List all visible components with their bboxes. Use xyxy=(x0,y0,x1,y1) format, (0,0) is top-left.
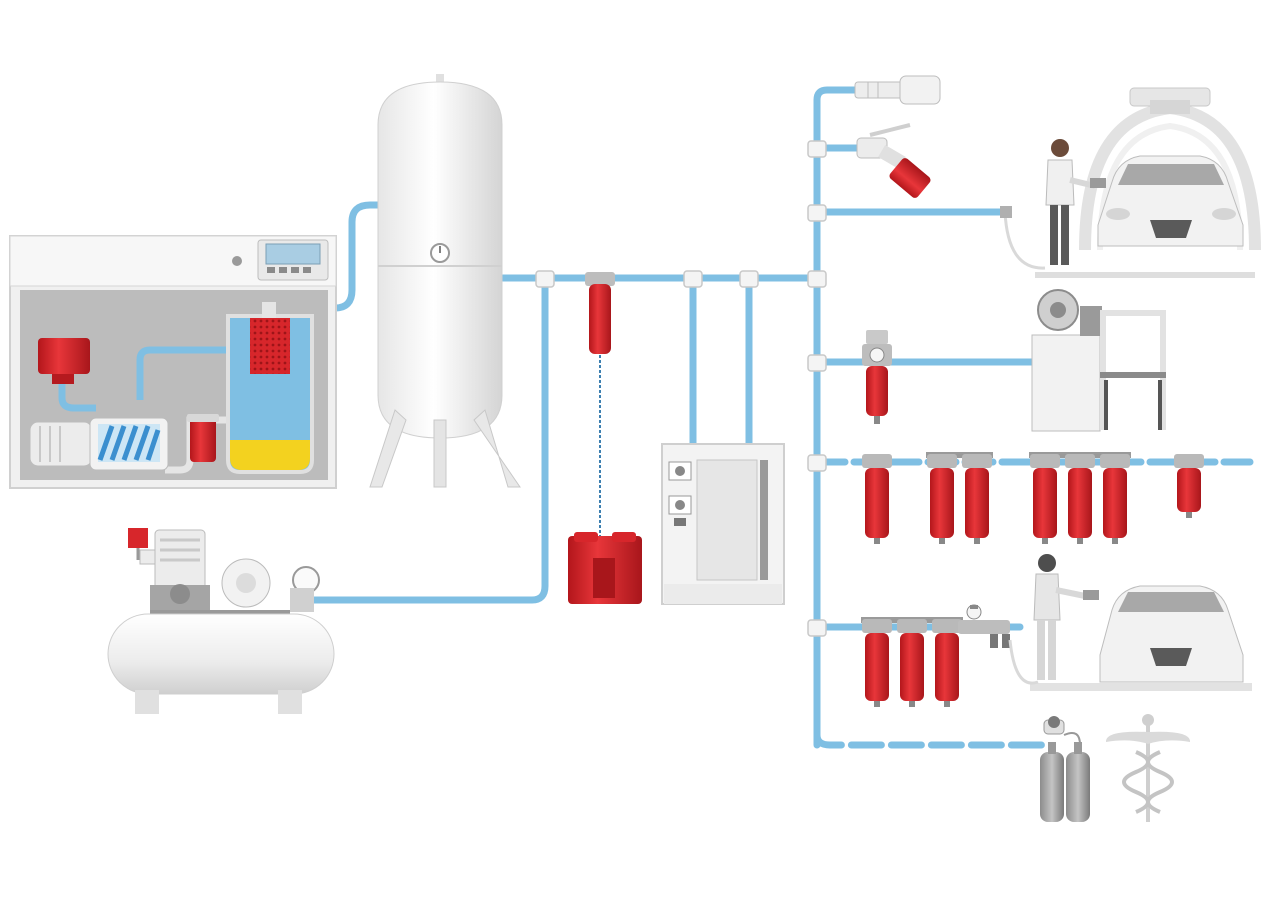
pipe-branch-breathing xyxy=(813,731,1054,749)
red-filter-housing-icon xyxy=(1030,454,1060,544)
caduceus-icon xyxy=(1105,714,1191,822)
tee-fittings xyxy=(535,140,827,637)
air-receiver-tank-icon xyxy=(369,74,521,488)
filter-bank-row xyxy=(862,452,1204,544)
screw-compressor-cutaway-icon xyxy=(9,235,337,489)
red-filter-housing-icon xyxy=(862,619,892,707)
filter-bank-spray xyxy=(861,617,963,707)
red-filter-housing-icon xyxy=(897,619,927,707)
line-filter-icon xyxy=(585,272,615,354)
oil-water-separator-icon xyxy=(568,532,642,604)
red-filter-housing-icon xyxy=(1065,454,1095,544)
filter-bracket xyxy=(926,452,993,458)
red-filter-housing-icon xyxy=(862,454,892,544)
regulator-manifold-icon xyxy=(958,604,1010,648)
paint-booth-car-icon xyxy=(1000,87,1261,278)
pipe-riser xyxy=(813,86,864,749)
ball-valve-icon xyxy=(856,123,931,198)
red-filter-housing-icon xyxy=(1100,454,1130,544)
piston-compressor-icon xyxy=(107,528,335,714)
breathing-air-cylinders-icon xyxy=(1040,716,1090,822)
pipe-piston-feed xyxy=(306,281,549,604)
red-filter-housing-icon xyxy=(962,454,992,544)
press-workbench-icon xyxy=(1031,289,1166,432)
red-filter-housing-icon xyxy=(927,454,957,544)
pipe-compressor-to-receiver xyxy=(296,201,386,312)
quick-coupler-icon xyxy=(854,75,941,105)
refrigeration-dryer-icon xyxy=(661,443,785,605)
spray-painting-car-icon xyxy=(1008,554,1252,691)
red-filter-housing-icon xyxy=(932,619,962,707)
filter-regulator-icon xyxy=(862,330,892,424)
red-filter-housing-icon xyxy=(1174,454,1204,518)
